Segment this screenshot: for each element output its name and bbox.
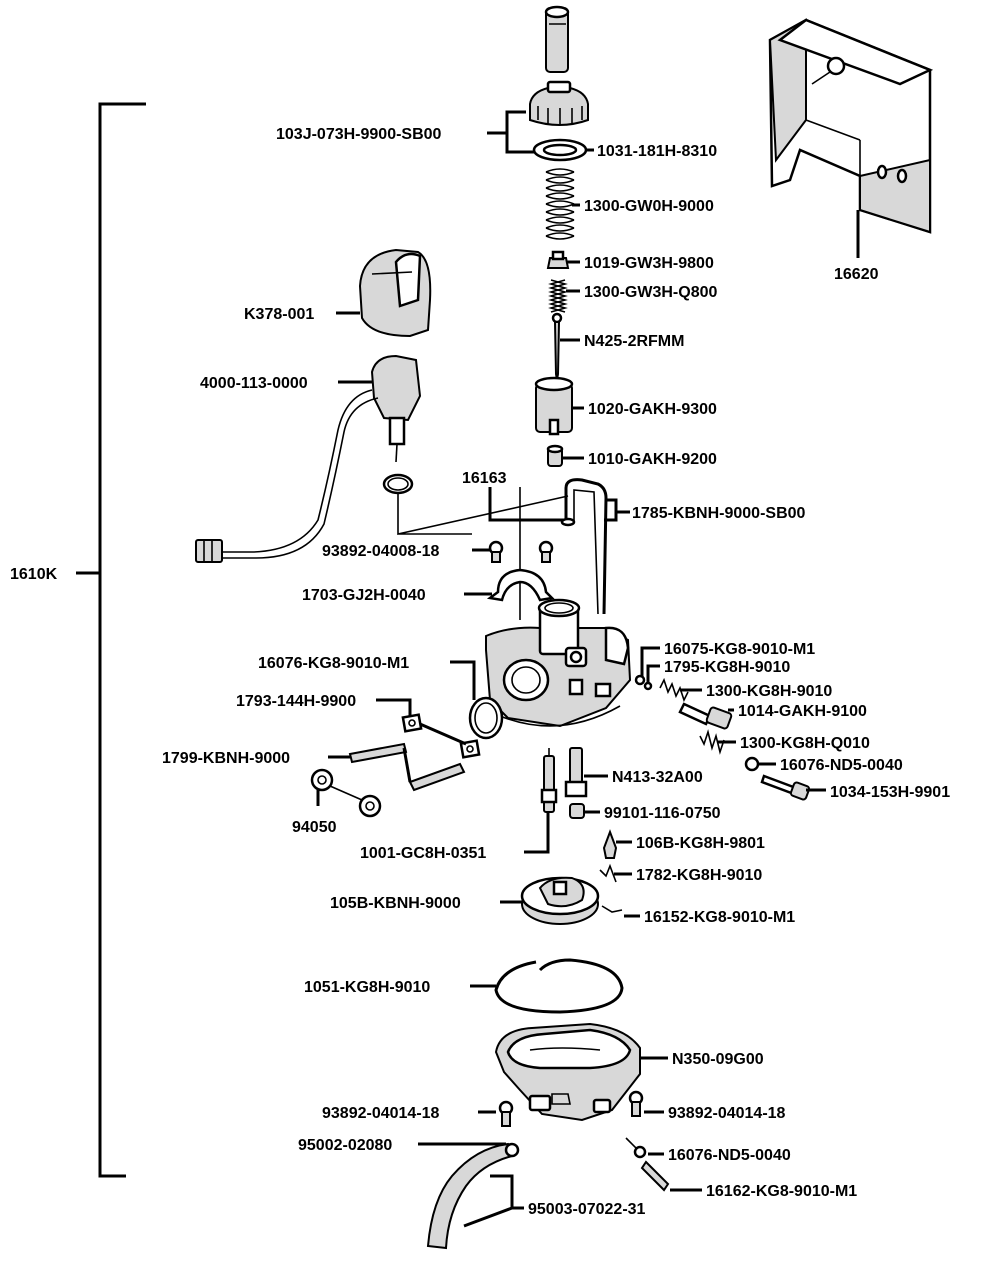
- float-pin: [601, 905, 623, 913]
- label-screw-r: 93892-04014-18: [668, 1105, 786, 1122]
- label-nut: 94050: [292, 819, 337, 836]
- label-drain-screw: 16162-KG8-9010-M1: [706, 1183, 857, 1200]
- choke-oring: [382, 473, 414, 495]
- label-spring-top: 1300-GW0H-9000: [584, 198, 714, 215]
- carburetor-cover: [768, 18, 934, 234]
- label-oring-r2: 16076-ND5-0040: [780, 757, 903, 774]
- throttle-spring: [545, 168, 575, 240]
- plates: [401, 713, 481, 759]
- label-hose-assy: 1785-KBNH-9000-SB00: [632, 505, 806, 522]
- label-needle: N425-2RFMM: [584, 333, 684, 350]
- label-clamp: 1703-GJ2H-0040: [302, 587, 426, 604]
- label-screw-r2: 1034-153H-9901: [830, 784, 950, 801]
- label-jet-small: 99101-116-0750: [604, 805, 721, 822]
- ball: [634, 674, 646, 686]
- label-oring-left: 16076-KG8-9010-M1: [258, 655, 409, 672]
- mount-screws: [488, 540, 554, 563]
- label-tube: 95003-07022-31: [528, 1201, 646, 1218]
- label-gasket: 1051-KG8H-9010: [304, 979, 430, 996]
- label-clip2: 1782-KG8H-9010: [636, 867, 762, 884]
- label-needle-jet: 1001-GC8H-0351: [360, 845, 486, 862]
- cap-bracket-leader: [487, 110, 534, 154]
- label-clip: 1019-GW3H-9800: [584, 255, 714, 272]
- throttle-slide: [534, 376, 574, 436]
- main-jet: [564, 747, 588, 798]
- carburetor-body: [485, 598, 632, 728]
- drain-parts: [625, 1137, 670, 1192]
- part-labels: 103J-073H-9900-SB00 1031-181H-8310 1300-…: [162, 126, 950, 1218]
- float-clip: [599, 863, 617, 883]
- assembly-bracket: 1610K: [10, 102, 146, 1178]
- needle-jet: [540, 748, 558, 813]
- nuts: [310, 768, 382, 818]
- bowl-screws: [498, 1090, 644, 1127]
- idle-screw: [678, 702, 733, 730]
- label-screw-r1: 1014-GAKH-9100: [738, 703, 867, 720]
- label-screw-top: 93892-04008-18: [322, 543, 440, 560]
- jet-needle: [551, 312, 563, 381]
- choke-cap: [358, 248, 432, 338]
- label-float: 105B-KBNH-9000: [330, 895, 461, 912]
- label-spring-r2: 1300-KG8H-Q010: [740, 735, 870, 752]
- label-clamp-hose: 95002-02080: [298, 1137, 392, 1154]
- label-screw-l: 93892-04014-18: [322, 1105, 440, 1122]
- small-jet: [569, 803, 585, 819]
- float-bowl: [494, 1022, 641, 1122]
- label-bowl: N350-09G00: [672, 1051, 764, 1068]
- body-oring: [468, 696, 504, 740]
- needle-clip: [546, 250, 570, 269]
- label-jet-main: N413-32A00: [612, 769, 703, 786]
- label-cover-cap: K378-001: [244, 306, 314, 323]
- label-spring-small: 1300-GW3H-Q800: [584, 284, 717, 301]
- label-oring-right: 16075-KG8-9010-M1: [664, 641, 815, 658]
- vent-hose: [560, 478, 608, 615]
- pilot-oring: [744, 756, 760, 772]
- float: [520, 876, 600, 925]
- top-cap: [529, 80, 589, 126]
- label-ball: 1795-KG8H-9010: [664, 659, 790, 676]
- auto-choke: [195, 354, 422, 563]
- clamp-plate: [486, 568, 555, 602]
- label-pin: 16152-KG8-9010-M1: [644, 909, 795, 926]
- label-slide: 1020-GAKH-9300: [588, 401, 717, 418]
- cap-ring: [532, 138, 588, 162]
- label-cap-ring: 1031-181H-8310: [597, 143, 717, 160]
- bowl-gasket: [494, 958, 624, 1014]
- label-plate: 1793-144H-9900: [236, 693, 356, 710]
- label-stud: 1799-KBNH-9000: [162, 750, 290, 767]
- label-cover: 16620: [834, 266, 879, 283]
- assembly-label: 1610K: [10, 566, 58, 583]
- drain-tube: [426, 1142, 520, 1250]
- pilot-screw: [760, 774, 811, 801]
- pilot-spring: [699, 729, 725, 755]
- label-oring-drain: 16076-ND5-0040: [668, 1147, 791, 1164]
- float-needle: [602, 829, 618, 859]
- label-float-needle: 106B-KG8H-9801: [636, 835, 765, 852]
- needle-holder: [546, 444, 564, 467]
- cable-adjuster-tube: [544, 5, 570, 73]
- small-spring: [548, 279, 568, 313]
- label-cap: 103J-073H-9900-SB00: [276, 126, 442, 143]
- label-starter: 4000-113-0000: [200, 375, 308, 392]
- label-spring-r1: 1300-KG8H-9010: [706, 683, 832, 700]
- label-holder: 1010-GAKH-9200: [588, 451, 717, 468]
- idle-spring: [659, 677, 689, 703]
- label-hose-part: 16163: [462, 470, 507, 487]
